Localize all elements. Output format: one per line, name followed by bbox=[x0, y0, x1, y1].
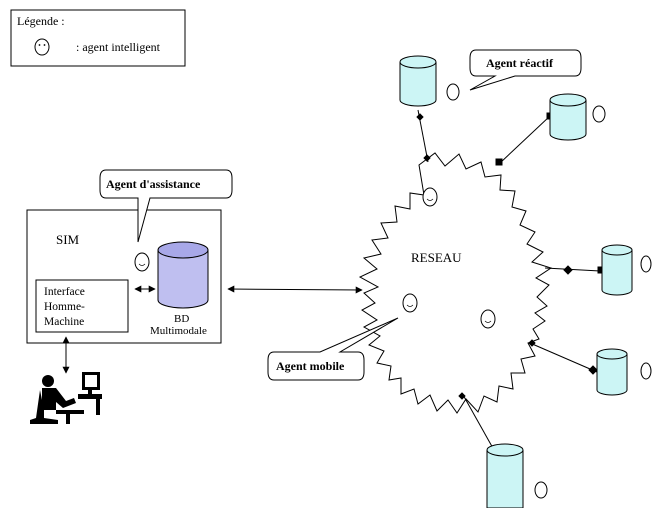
database-line1: BD bbox=[174, 313, 189, 325]
legend: Légende : : agent intelligent bbox=[10, 9, 186, 67]
smiley-agent-icon bbox=[134, 252, 150, 272]
smiley-agent-icon bbox=[34, 38, 50, 56]
smiley-agent-icon bbox=[640, 255, 652, 273]
smiley-agent-icon bbox=[446, 83, 460, 101]
database-icon bbox=[549, 93, 587, 141]
smiley-agent-icon bbox=[402, 293, 418, 313]
interface-box: Interface Homme- Machine bbox=[35, 279, 129, 333]
legend-title: Légende : bbox=[17, 14, 65, 28]
callout-mobile-label: Agent mobile bbox=[276, 359, 345, 373]
callout-mobile: Agent mobile bbox=[267, 317, 399, 381]
callout-assistance: Agent d'assistance bbox=[99, 169, 233, 243]
database-icon bbox=[596, 348, 628, 396]
smiley-agent-icon bbox=[592, 105, 606, 123]
user-at-computer-icon bbox=[30, 372, 102, 424]
sim-label: SIM bbox=[56, 232, 80, 247]
interface-line1: Interface bbox=[44, 286, 85, 298]
db-network-arrow bbox=[227, 285, 363, 294]
legend-item-label: : agent intelligent bbox=[76, 40, 161, 54]
smiley-agent-icon bbox=[480, 309, 496, 329]
database-icon bbox=[601, 244, 633, 296]
callout-assistance-label: Agent d'assistance bbox=[106, 177, 201, 191]
smiley-agent-icon bbox=[534, 481, 548, 499]
database-icon bbox=[486, 443, 524, 508]
network-cloud: RESEAU bbox=[358, 152, 553, 414]
interface-line2: Homme- bbox=[44, 301, 85, 313]
network-label: RESEAU bbox=[411, 250, 462, 265]
database-icon bbox=[399, 55, 437, 107]
smiley-agent-icon bbox=[640, 362, 652, 380]
database-line2: Multimodale bbox=[150, 325, 207, 337]
database-icon: BD Multimodale bbox=[150, 241, 209, 337]
callout-reactive-label: Agent réactif bbox=[486, 56, 554, 70]
callout-reactive: Agent réactif bbox=[469, 49, 582, 91]
interface-line3: Machine bbox=[44, 316, 84, 328]
smiley-agent-icon bbox=[422, 187, 438, 207]
